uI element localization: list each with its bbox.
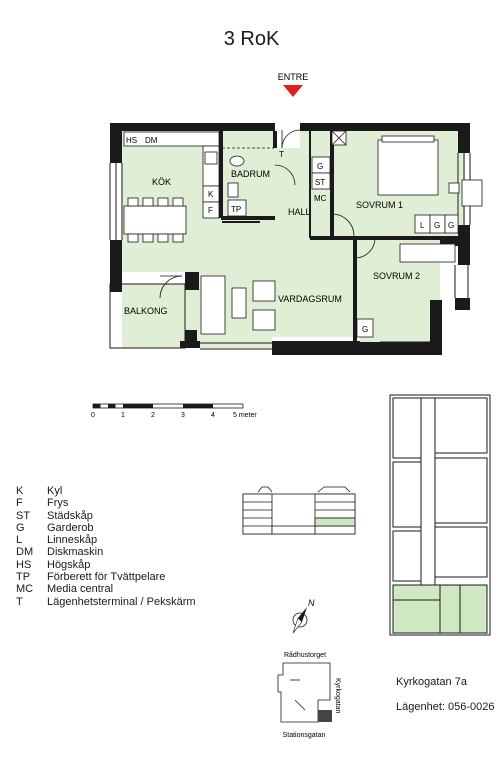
north-label: N — [308, 598, 315, 608]
kitchen-fixtures — [123, 131, 220, 243]
site-map — [277, 662, 332, 723]
fixture-st: ST — [315, 178, 325, 187]
entrance-label: ENTRE — [278, 72, 309, 82]
site-street-east: Kyrkogatan — [334, 678, 341, 714]
address: Kyrkogatan 7a — [396, 676, 467, 688]
doors — [159, 129, 376, 299]
bedroom1-furniture — [377, 135, 483, 234]
scale-tick-1: 1 — [121, 412, 125, 419]
apartment-number: Lägenhet: 056-0026 — [396, 701, 495, 713]
entrance-arrow-icon — [283, 85, 303, 97]
page-title: 3 RoK — [223, 28, 280, 50]
fixture-dm: DM — [145, 136, 158, 145]
fixture-l: L — [420, 221, 425, 230]
exterior-walls — [110, 123, 470, 355]
scale-tick-5: 5 meter — [233, 412, 257, 419]
room-label-bedroom2: SOVRUM 2 — [373, 271, 420, 281]
fixture-hs: HS — [126, 136, 137, 145]
scale-bar — [92, 403, 244, 409]
fixture-f: F — [208, 206, 213, 215]
bedroom2-furniture — [356, 243, 456, 338]
fixture-k: K — [208, 190, 214, 199]
scale-tick-0: 0 — [91, 412, 95, 419]
room-label-bathroom: BADRUM — [231, 169, 270, 179]
site-street-south: Stationsgatan — [283, 732, 326, 739]
hall-closets — [311, 130, 347, 190]
fixture-tp: TP — [231, 205, 241, 214]
bathroom-fixtures — [222, 147, 274, 217]
scale-tick-2: 2 — [151, 412, 155, 419]
fixture-t: T — [279, 150, 284, 159]
north-arrow-icon — [292, 607, 308, 634]
scale-tick-4: 4 — [211, 412, 215, 419]
room-label-kitchen: KÖK — [152, 177, 171, 187]
fixture-g-hall: G — [317, 162, 323, 171]
living-furniture — [200, 275, 276, 335]
room-label-bedroom1: SOVRUM 1 — [356, 200, 403, 210]
room-label-living: VARDAGSRUM — [278, 294, 342, 304]
room-label-balcony: BALKONG — [124, 306, 168, 316]
scale-tick-3: 3 — [181, 412, 185, 419]
fixture-g-bed2: G — [362, 325, 368, 334]
balcony-outline — [109, 283, 186, 349]
building-overview — [389, 394, 491, 636]
site-street-north: Rådhustorget — [284, 651, 326, 659]
interior-walls — [219, 131, 458, 341]
fixture-g-bed1a: G — [434, 221, 440, 230]
fixture-g-bed1b: G — [448, 221, 454, 230]
section-diagram — [242, 486, 356, 535]
room-label-hall: HALL — [288, 207, 311, 217]
fixture-mc: MC — [314, 194, 327, 203]
